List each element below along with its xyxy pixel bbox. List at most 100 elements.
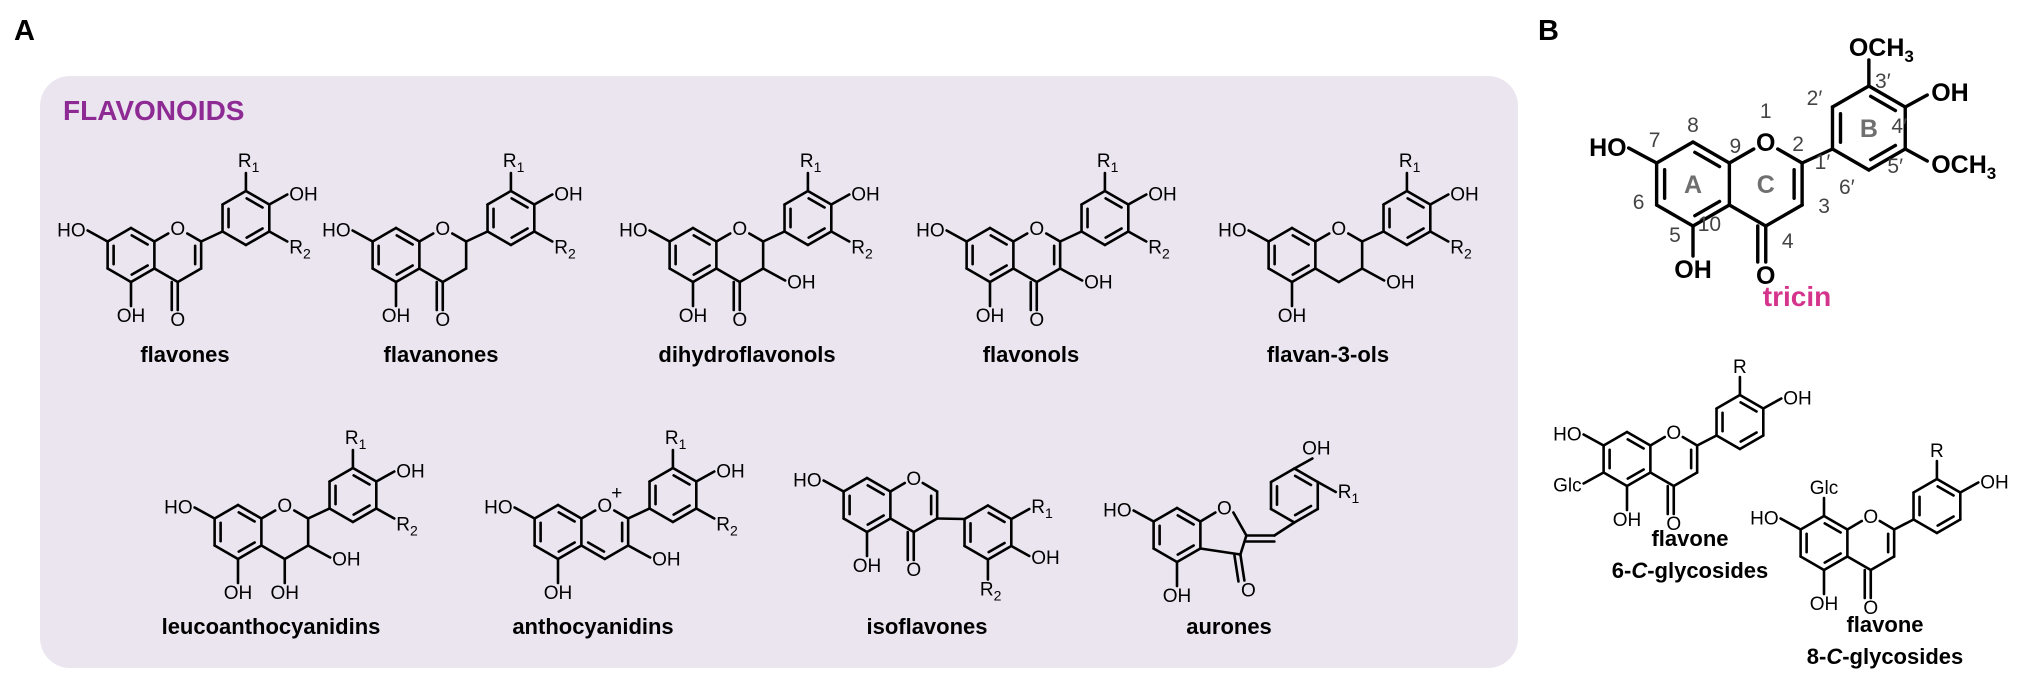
bond <box>986 504 1013 521</box>
r-letter: R <box>980 580 994 601</box>
bond <box>1132 509 1155 523</box>
r-subscript: 1 <box>1351 490 1359 506</box>
atom-number: 5′ <box>1887 155 1903 178</box>
r-subscript: 1 <box>1413 159 1421 175</box>
bond <box>1103 230 1130 247</box>
bond <box>1869 555 1896 572</box>
bond <box>989 234 1008 246</box>
ring-oxygen: O <box>170 219 185 240</box>
flavonoids-panel <box>40 76 1518 668</box>
hydroxyl: OH <box>1386 273 1415 294</box>
bond <box>1691 203 1732 228</box>
hydroxyl: OH <box>1084 273 1113 294</box>
bond <box>1715 393 1742 410</box>
hydroxyl: HO <box>1589 134 1627 162</box>
hydroxyl: OH <box>1302 439 1331 460</box>
bond <box>509 230 536 247</box>
bond <box>986 544 1013 561</box>
ring-oxygen: O <box>1863 507 1878 528</box>
bond <box>1602 471 1629 488</box>
bond <box>1654 140 1695 165</box>
bond <box>510 227 529 239</box>
atom-number: 6′ <box>1839 176 1855 199</box>
ring-oxygen: O <box>1331 219 1346 240</box>
r-subscript: 2 <box>730 523 738 539</box>
bond <box>351 466 378 483</box>
bond <box>1267 226 1294 243</box>
bond <box>1738 393 1765 410</box>
tricin-label: tricin <box>1763 281 1831 312</box>
bond <box>260 509 277 520</box>
bond <box>715 232 732 243</box>
caption-flavones: flavones <box>140 342 229 367</box>
hydroxyl: HO <box>1218 221 1247 242</box>
bond <box>672 504 691 516</box>
bond <box>648 466 675 483</box>
bond <box>603 544 630 561</box>
r-substituent: R1 <box>238 151 260 175</box>
bond <box>866 484 885 496</box>
bond <box>691 226 718 243</box>
bond <box>1199 547 1242 556</box>
bond <box>1935 518 1962 535</box>
hydroxyl: HO <box>57 221 86 242</box>
r-substituent: R1 <box>1031 497 1053 521</box>
r-subscript: 1 <box>1111 159 1119 175</box>
ring-oxygen: O <box>906 469 921 490</box>
bond <box>1405 230 1432 247</box>
bond <box>1626 438 1645 450</box>
bond <box>580 544 607 561</box>
bond <box>668 226 695 243</box>
bond <box>106 226 133 243</box>
bond <box>1291 234 1310 246</box>
r-subscript: 2 <box>1162 246 1170 262</box>
bond <box>889 517 916 534</box>
bond <box>989 264 1008 276</box>
bond <box>1269 507 1296 524</box>
bond <box>244 230 271 247</box>
bond <box>1012 232 1029 243</box>
hydroxyl: OH <box>1163 586 1192 607</box>
r-letter: R <box>1399 151 1413 172</box>
bond <box>668 267 695 284</box>
bond <box>1293 504 1313 517</box>
hydroxyl: OH <box>1613 510 1642 531</box>
bond <box>1290 226 1317 243</box>
r-subscript: 1 <box>814 159 822 175</box>
bond <box>1175 506 1202 523</box>
methoxy: OCH3 <box>1931 151 1996 183</box>
r-substituent: R <box>1733 357 1747 378</box>
bond <box>1681 435 1699 447</box>
bond <box>221 230 248 247</box>
bond <box>1892 518 1915 531</box>
hydroxyl: HO <box>916 221 945 242</box>
bond <box>988 267 1015 284</box>
caption-aurones: aurones <box>1186 614 1272 639</box>
bond <box>556 544 583 561</box>
bond <box>965 267 992 284</box>
atom-number: 7 <box>1649 129 1661 152</box>
bond <box>1695 434 1718 447</box>
bond <box>1649 435 1667 447</box>
bond <box>199 230 224 243</box>
bond <box>1058 267 1084 282</box>
bond <box>1009 544 1031 558</box>
bond <box>963 544 990 561</box>
bond <box>921 481 939 493</box>
bond <box>1672 471 1699 488</box>
bond <box>626 507 651 520</box>
r-subscript: 1 <box>252 159 260 175</box>
bond <box>672 474 691 486</box>
ring-oxygen: O <box>435 219 450 240</box>
bond <box>1903 93 1929 109</box>
hydroxyl: OH <box>1674 256 1712 284</box>
bond <box>557 541 576 553</box>
bond <box>1314 232 1331 243</box>
glycoside-8-pre: 8- <box>1807 644 1827 669</box>
bond <box>648 229 671 243</box>
atom-number: 3′ <box>1875 70 1891 93</box>
bond <box>1293 467 1320 484</box>
bond <box>1693 150 1722 169</box>
